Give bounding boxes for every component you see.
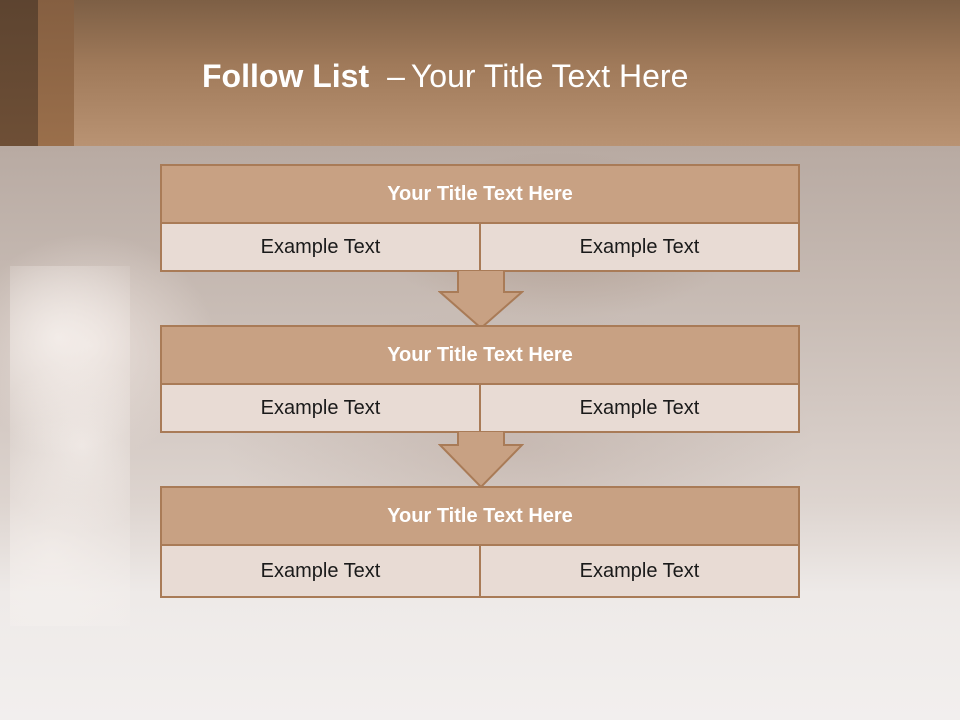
lace-detail — [10, 266, 130, 626]
down-arrow-icon — [438, 270, 524, 330]
block-cell-right: Example Text — [479, 546, 798, 596]
block-cell-left: Example Text — [260, 396, 381, 419]
block-cell-right: Example Text — [479, 224, 798, 270]
header-stripe-mid — [38, 0, 74, 146]
page-title: Follow List–Your Title Text Here — [202, 56, 688, 96]
block-row: Example Text Example Text — [162, 385, 798, 431]
block-cell-left: Example Text — [260, 235, 381, 258]
header-band — [0, 0, 960, 146]
list-block-1: Your Title Text Here Example Text Exampl… — [160, 164, 800, 272]
title-separator: – — [387, 58, 405, 94]
block-row: Example Text Example Text — [162, 546, 798, 596]
block-row: Example Text Example Text — [162, 224, 798, 270]
list-block-3: Your Title Text Here Example Text Exampl… — [160, 486, 800, 598]
down-arrow-icon — [438, 431, 524, 489]
block-title: Your Title Text Here — [162, 488, 798, 546]
block-cell-right: Example Text — [479, 385, 798, 431]
title-sub: Your Title Text Here — [410, 58, 689, 94]
block-title: Your Title Text Here — [162, 166, 798, 224]
list-block-2: Your Title Text Here Example Text Exampl… — [160, 325, 800, 433]
block-cell-left: Example Text — [260, 559, 381, 582]
header-stripe-dark — [0, 0, 38, 146]
block-title: Your Title Text Here — [162, 327, 798, 385]
title-main: Follow List — [202, 58, 370, 94]
